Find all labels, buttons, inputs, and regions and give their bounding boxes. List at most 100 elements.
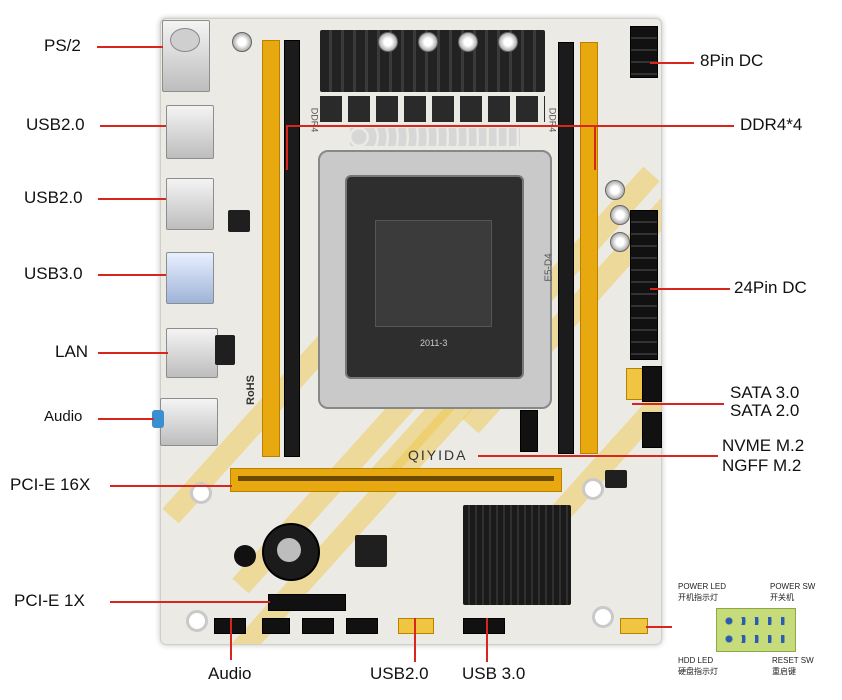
leader-ps2 [97, 46, 163, 48]
label-audio-left: Audio [44, 408, 83, 425]
label-sata20: SATA 2.0 [730, 401, 800, 420]
label-8pin: 8Pin DC [700, 51, 764, 70]
model-silk: E5-D4 [543, 253, 555, 282]
panel-reset-sw: RESET SW [772, 656, 814, 665]
audio-jack-blue [152, 410, 164, 428]
header-misc-2[interactable] [302, 618, 334, 634]
panel-power-sw-cn: 开关机 [770, 593, 794, 602]
header-misc-1[interactable] [262, 618, 290, 634]
8pin-power-connector[interactable] [630, 26, 658, 78]
leader-usb20-a [100, 125, 166, 127]
cpu-socket-pins [375, 220, 492, 327]
leader-audio-bottom [230, 618, 232, 660]
label-usb30: USB3.0 [24, 264, 83, 283]
panel-power-led: POWER LED [678, 582, 727, 591]
mounting-hole [186, 610, 208, 632]
pcie-1x-slot[interactable] [268, 594, 346, 611]
capacitor [610, 205, 630, 225]
usb20-header[interactable] [398, 618, 434, 634]
chipset-heatsink [463, 505, 571, 605]
mounting-hole [190, 482, 212, 504]
panel-pins-bottom [723, 635, 785, 643]
leader-m2 [478, 455, 718, 457]
label-usb20-b: USB2.0 [24, 188, 83, 207]
panel-power-sw: POWER SW [770, 582, 816, 591]
leader-8pin [650, 62, 694, 64]
label-lan: LAN [55, 342, 89, 361]
label-nvme: NVME M.2 [722, 436, 805, 455]
capacitor [498, 32, 518, 52]
capacitor [418, 32, 438, 52]
header-misc-3[interactable] [346, 618, 378, 634]
ddr-silk-right: DDR4 [547, 107, 558, 133]
leader-front-panel [646, 626, 672, 628]
chip-bios [355, 535, 387, 567]
leader-sata [632, 403, 724, 405]
leader-24pin [650, 288, 730, 290]
leader-ddr4-drop-1 [286, 125, 288, 170]
cmos-battery [277, 538, 301, 562]
usb20-port-a[interactable] [166, 105, 214, 159]
lan-port[interactable] [166, 328, 218, 378]
panel-pins-top [723, 617, 785, 625]
leader-usb20-bottom [414, 618, 416, 662]
ps2-socket [170, 28, 200, 52]
leader-pcie1 [110, 601, 270, 603]
front-panel-diagram: POWER LED 开机指示灯 POWER SW 开关机 HDD LED 硬盘指… [674, 580, 834, 690]
sata-port-black-1[interactable] [642, 366, 662, 402]
capacitor [378, 32, 398, 52]
label-24pin: 24Pin DC [734, 278, 807, 297]
usb30-port[interactable] [166, 252, 214, 304]
ddr-silk-left: DDR4 [309, 107, 320, 133]
front-panel-header[interactable] [620, 618, 648, 634]
leader-pcie16 [110, 485, 232, 487]
label-sata30: SATA 3.0 [730, 383, 800, 402]
capacitor [605, 180, 625, 200]
cpu-socket[interactable] [345, 175, 524, 379]
vrm-chokes [350, 128, 520, 146]
capacitor [610, 232, 630, 252]
capacitor [232, 32, 252, 52]
audio-port[interactable] [160, 398, 218, 446]
label-usb20-bottom: USB2.0 [370, 664, 429, 683]
label-ps2: PS/2 [44, 36, 81, 55]
leader-ddr4-drop-2 [594, 125, 596, 170]
vrm-mosfets [320, 96, 545, 122]
label-ngff: NGFF M.2 [722, 456, 802, 475]
leader-usb30 [98, 274, 166, 276]
socket-text: 2011-3 [420, 338, 448, 348]
panel-hdd-led-cn: 硬盘指示灯 [678, 667, 718, 676]
capacitor [458, 32, 478, 52]
leader-usb30-bottom [486, 618, 488, 662]
leader-lan [98, 352, 168, 354]
dimm-slot-1[interactable] [262, 40, 280, 457]
dimm-slot-2[interactable] [284, 40, 300, 457]
panel-reset-sw-cn: 重启键 [772, 667, 796, 676]
mounting-hole [592, 606, 614, 628]
rohs-silk: RoHS [244, 375, 257, 405]
label-usb20-a: USB2.0 [26, 115, 85, 134]
leader-audio-left [98, 418, 154, 420]
panel-hdd-led: HDD LED [678, 656, 714, 665]
pcie-16x-slot-groove [238, 476, 554, 481]
label-ddr4: DDR4*4 [740, 115, 803, 134]
chip-small [228, 210, 250, 232]
label-pcie1: PCI-E 1X [14, 591, 85, 610]
panel-pin-block [716, 608, 796, 652]
usb30-header[interactable] [463, 618, 505, 634]
leader-usb20-b [98, 198, 166, 200]
chip-lan [215, 335, 235, 365]
mounting-hole [582, 478, 604, 500]
panel-power-led-cn: 开机指示灯 [678, 593, 718, 602]
dimm-slot-3[interactable] [558, 42, 574, 454]
label-pcie16: PCI-E 16X [10, 475, 91, 494]
chip-sio [605, 470, 627, 488]
24pin-power-connector[interactable] [630, 210, 658, 360]
sata-port-black-2[interactable] [642, 412, 662, 448]
label-usb30-bottom: USB 3.0 [462, 664, 526, 683]
usb20-port-b[interactable] [166, 178, 214, 230]
m2-slot[interactable] [520, 410, 538, 452]
dimm-slot-4[interactable] [580, 42, 598, 454]
brand-silk: QIYIDA [408, 447, 468, 463]
label-audio-bottom: Audio [208, 664, 252, 683]
